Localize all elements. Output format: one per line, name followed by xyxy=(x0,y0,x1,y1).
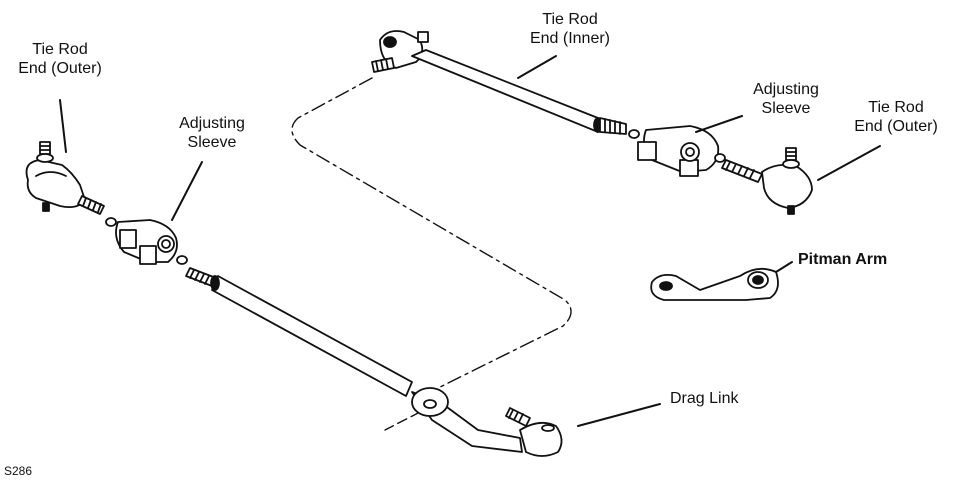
label-tie-rod-end-outer-left: Tie Rod End (Outer) xyxy=(10,40,110,78)
leader-lines xyxy=(59,55,881,427)
label-line: End (Inner) xyxy=(529,30,611,47)
tie-rod-end-outer-right xyxy=(721,147,813,215)
leader-drag-link xyxy=(577,403,661,427)
label-adjusting-sleeve-left: Adjusting Sleeve xyxy=(162,114,262,152)
label-line: Tie Rod xyxy=(542,11,598,28)
leader-tie-rod-inner xyxy=(517,55,557,79)
leader-adjusting-sleeve-left xyxy=(171,161,203,221)
label-drag-link: Drag Link xyxy=(670,390,739,407)
tie-rod-tube-left xyxy=(185,267,413,397)
label-adjusting-sleeve-right: Adjusting Sleeve xyxy=(736,80,836,118)
leader-pitman-arm xyxy=(775,261,793,273)
label-line: Tie Rod xyxy=(32,41,88,58)
label-tie-rod-end-inner: Tie Rod End (Inner) xyxy=(516,10,624,48)
label-line: Sleeve xyxy=(761,100,811,117)
label-line: Adjusting xyxy=(179,115,245,132)
figure-id: S286 xyxy=(4,464,33,478)
adjusting-sleeve-right xyxy=(628,125,726,177)
pitman-arm xyxy=(650,267,779,301)
label-line: End (Outer) xyxy=(18,60,102,77)
adjusting-sleeve-left xyxy=(105,217,188,265)
label-line: Tie Rod xyxy=(868,99,924,116)
leader-tie-rod-outer-left xyxy=(59,99,67,153)
label-line: End (Outer) xyxy=(854,118,938,135)
tie-rod-end-inner xyxy=(371,30,627,135)
leader-adjusting-sleeve-right xyxy=(695,115,743,133)
connection-dashed-line xyxy=(291,77,572,393)
label-pitman-arm: Pitman Arm xyxy=(798,251,888,268)
tie-rod-end-outer-left xyxy=(25,141,105,215)
label-line: Sleeve xyxy=(187,134,237,151)
label-line: Adjusting xyxy=(753,81,819,98)
drag-link-dashed-extension xyxy=(384,411,421,431)
leader-tie-rod-outer-right xyxy=(817,145,881,181)
label-tie-rod-end-outer-right: Tie Rod End (Outer) xyxy=(846,98,946,136)
drag-link xyxy=(411,387,563,457)
